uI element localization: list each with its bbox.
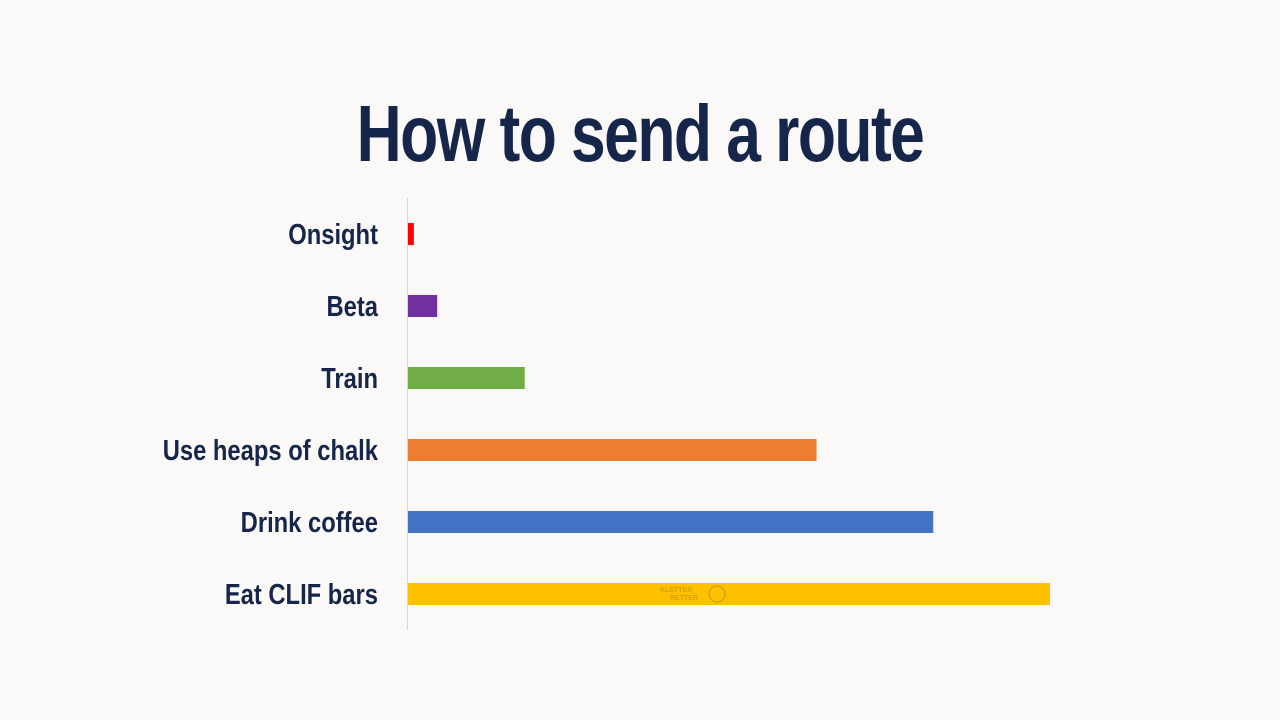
watermark-text-line1: KLETTER (660, 587, 692, 594)
watermark-text-line2: RETTER (670, 595, 698, 602)
bars-group (408, 223, 1050, 605)
category-label: Train (321, 362, 378, 395)
category-label: Onsight (288, 218, 378, 251)
chart-title: How to send a route (356, 89, 925, 178)
category-label: Beta (326, 290, 378, 323)
watermark-logo: KLETTER RETTER (660, 585, 726, 603)
bar-onsight (408, 223, 414, 245)
bar-use-heaps-of-chalk (408, 439, 817, 461)
category-label: Use heaps of chalk (163, 434, 379, 467)
bar-eat-clif-bars (408, 583, 1050, 605)
watermark-emblem-icon (708, 585, 726, 603)
category-label: Eat CLIF bars (225, 578, 378, 611)
category-label: Drink coffee (241, 506, 378, 539)
bar-train (408, 367, 525, 389)
bar-beta (408, 295, 438, 317)
bar-drink-coffee (408, 511, 934, 533)
